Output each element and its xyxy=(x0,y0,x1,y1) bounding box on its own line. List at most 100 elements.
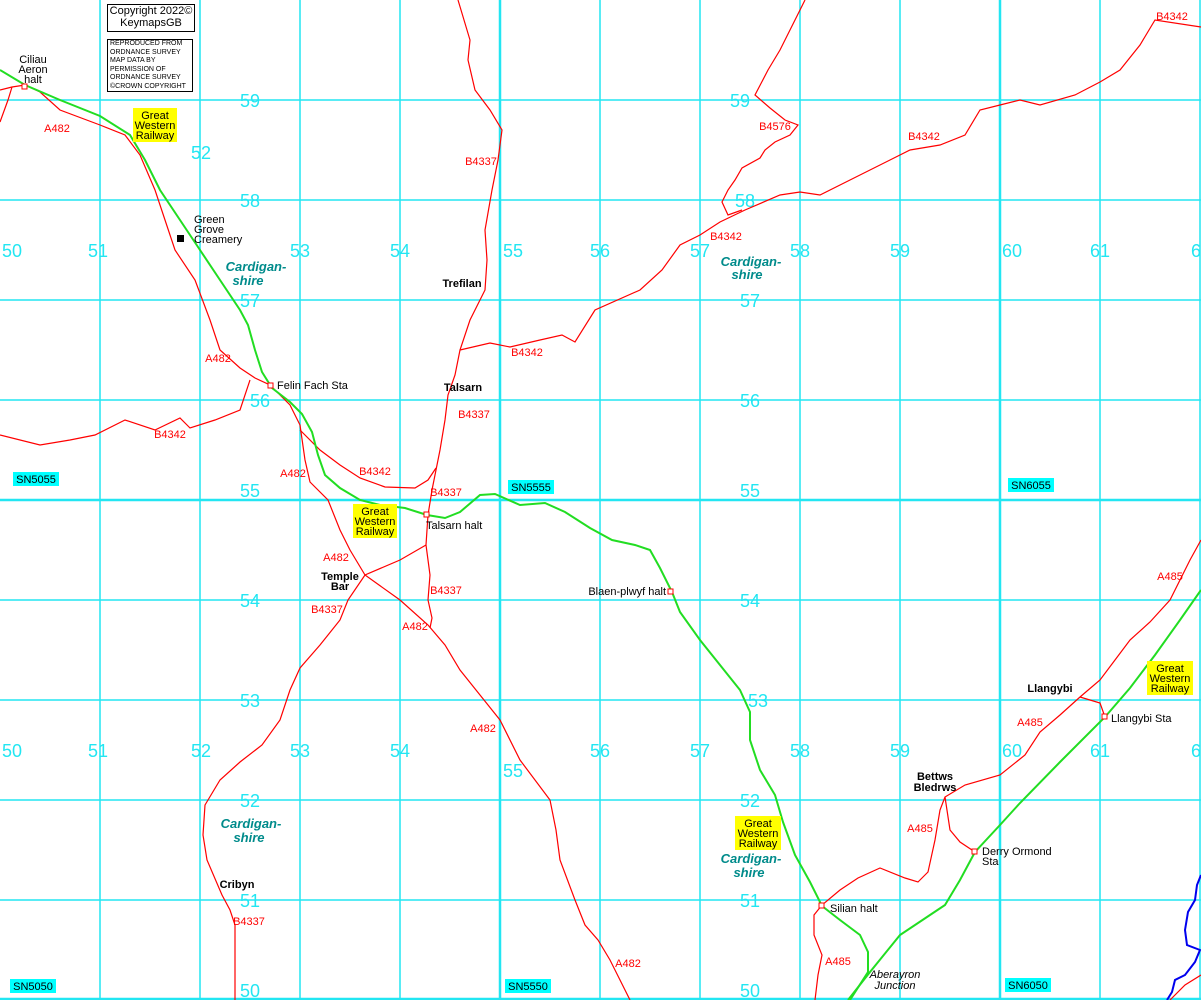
road-b4342-mid xyxy=(299,429,437,489)
road-b4342-west xyxy=(0,379,251,446)
easting-label: 60 xyxy=(1002,241,1022,261)
road-label: B4337 xyxy=(430,487,462,499)
place-label-ciliau: Aeron xyxy=(18,64,47,76)
place-label-aberayron: Aberayron xyxy=(869,969,921,981)
place-label-temple-bar: Bar xyxy=(331,581,350,593)
place-label-ciliau: Ciliau xyxy=(19,54,47,66)
northing-label: 53 xyxy=(240,691,260,711)
grid-square-label[interactable]: SN6055 xyxy=(1011,480,1051,492)
place-label-trefilan: Trefilan xyxy=(442,278,481,290)
northing-label: 52 xyxy=(240,791,260,811)
place-label-talsarn: Talsarn xyxy=(444,382,483,394)
railway-label-text: Railway xyxy=(1151,683,1190,695)
os-notice-box: REPRODUCED FROM ORDNANCE SURVEY MAP DATA… xyxy=(107,39,193,92)
station-marker[interactable] xyxy=(818,902,825,909)
easting-label: 59 xyxy=(890,741,910,761)
road-label: A482 xyxy=(470,723,496,735)
station-marker[interactable] xyxy=(267,382,274,389)
county-label: shire xyxy=(233,830,264,845)
easting-label: 59 xyxy=(890,241,910,261)
os-notice-line: ©CROWN COPYRIGHT xyxy=(110,82,186,90)
station-marker[interactable] xyxy=(1101,713,1108,720)
easting-label: 56 xyxy=(590,241,610,261)
place-label-temple-bar: Temple xyxy=(321,571,359,583)
railway-label: Great Western Railway xyxy=(1147,661,1193,695)
road-label: A482 xyxy=(323,552,349,564)
railway-labels: Great Western Railway Great Western Rail… xyxy=(133,108,1193,850)
grid-square-label[interactable]: SN5555 xyxy=(511,482,551,494)
copyright-line: KeymapsGB xyxy=(120,17,182,29)
road-label: B4342 xyxy=(710,231,742,243)
place-label-blaen-plwyf: Blaen-plwyf halt xyxy=(588,586,666,598)
easting-label: 50 xyxy=(2,741,22,761)
easting-label: 50 xyxy=(2,241,22,261)
station-marker[interactable] xyxy=(21,83,28,90)
place-label-silian: Silian halt xyxy=(830,903,878,915)
easting-label: 61 xyxy=(1090,241,1110,261)
road-a482 xyxy=(0,84,631,1000)
northing-label: 59 xyxy=(240,91,260,111)
northing-label: 50 xyxy=(740,981,760,1000)
road-b4576 xyxy=(721,0,806,216)
grid-square-label[interactable]: SN6050 xyxy=(1008,980,1048,992)
station-marker[interactable] xyxy=(423,511,430,518)
place-label-creamery: Creamery xyxy=(194,234,243,246)
road-label: B4576 xyxy=(759,121,791,133)
os-notice-line: MAP DATA BY xyxy=(110,57,156,65)
county-label: Cardigan- xyxy=(721,851,782,866)
road-a482-branch xyxy=(0,86,13,123)
easting-label: 57 xyxy=(690,241,710,261)
place-labels: Ciliau Aeron halt Green Grove Creamery F… xyxy=(18,54,1172,992)
road-label: B4337 xyxy=(233,916,265,928)
station-marker[interactable] xyxy=(971,848,978,855)
northing-label: 55 xyxy=(240,481,260,501)
easting-label: 54 xyxy=(390,241,410,261)
place-label-derry: Derry Ormond xyxy=(982,846,1052,858)
place-label-bettws: Bettws xyxy=(917,771,953,783)
northing-label: 52 xyxy=(740,791,760,811)
northing-label: 58 xyxy=(240,191,260,211)
county-label: Cardigan- xyxy=(221,816,282,831)
grid-square-label[interactable]: SN5550 xyxy=(508,981,548,993)
os-notice-line: ORDNANCE SURVEY xyxy=(110,74,181,82)
road-label: B4342 xyxy=(908,131,940,143)
northing-label: 58 xyxy=(735,191,755,211)
grid-square-label[interactable]: SN5050 xyxy=(13,981,53,993)
northing-label: 54 xyxy=(240,591,260,611)
place-label-felin-fach: Felin Fach Sta xyxy=(277,380,349,392)
place-label-creamery: Green xyxy=(194,214,225,226)
easting-label: 53 xyxy=(290,741,310,761)
railway-label-text: Western xyxy=(135,120,176,132)
place-label-llangybi: Llangybi xyxy=(1027,683,1072,695)
road-label: B4337 xyxy=(458,409,490,421)
copyright-line: Copyright 2022© xyxy=(109,5,193,17)
grid-square-labels: SN5055 SN5555 SN6055 SN5050 SN5550 SN605… xyxy=(10,472,1054,993)
os-notice-line: PERMISSION OF xyxy=(110,65,166,73)
station-marker[interactable] xyxy=(667,588,674,595)
road-east-minor xyxy=(1169,974,1201,1000)
road-label: B4337 xyxy=(311,604,343,616)
place-label-talsarn-halt: Talsarn halt xyxy=(426,520,482,532)
county-label: Cardigan- xyxy=(226,259,287,274)
northing-label: 53 xyxy=(748,691,768,711)
railway-label: Great Western Railway xyxy=(735,816,781,850)
road-label: B4337 xyxy=(465,156,497,168)
easting-label: 52 xyxy=(191,741,211,761)
county-label: shire xyxy=(733,865,764,880)
stations xyxy=(21,83,1108,909)
road-a485 xyxy=(813,539,1201,1000)
railways xyxy=(0,69,1201,1000)
county-label: Cardigan- xyxy=(721,254,782,269)
road-label: A485 xyxy=(1017,717,1043,729)
road-label: A482 xyxy=(205,353,231,365)
railway-label-text: Great xyxy=(141,110,169,122)
os-notice-line: REPRODUCED FROM xyxy=(110,40,183,47)
creamery-marker[interactable] xyxy=(177,235,184,242)
road-label: B4342 xyxy=(154,429,186,441)
northing-label: 57 xyxy=(240,291,260,311)
road-label: B4342 xyxy=(511,347,543,359)
easting-label: 61 xyxy=(1090,741,1110,761)
grid-square-label[interactable]: SN5055 xyxy=(16,474,56,486)
